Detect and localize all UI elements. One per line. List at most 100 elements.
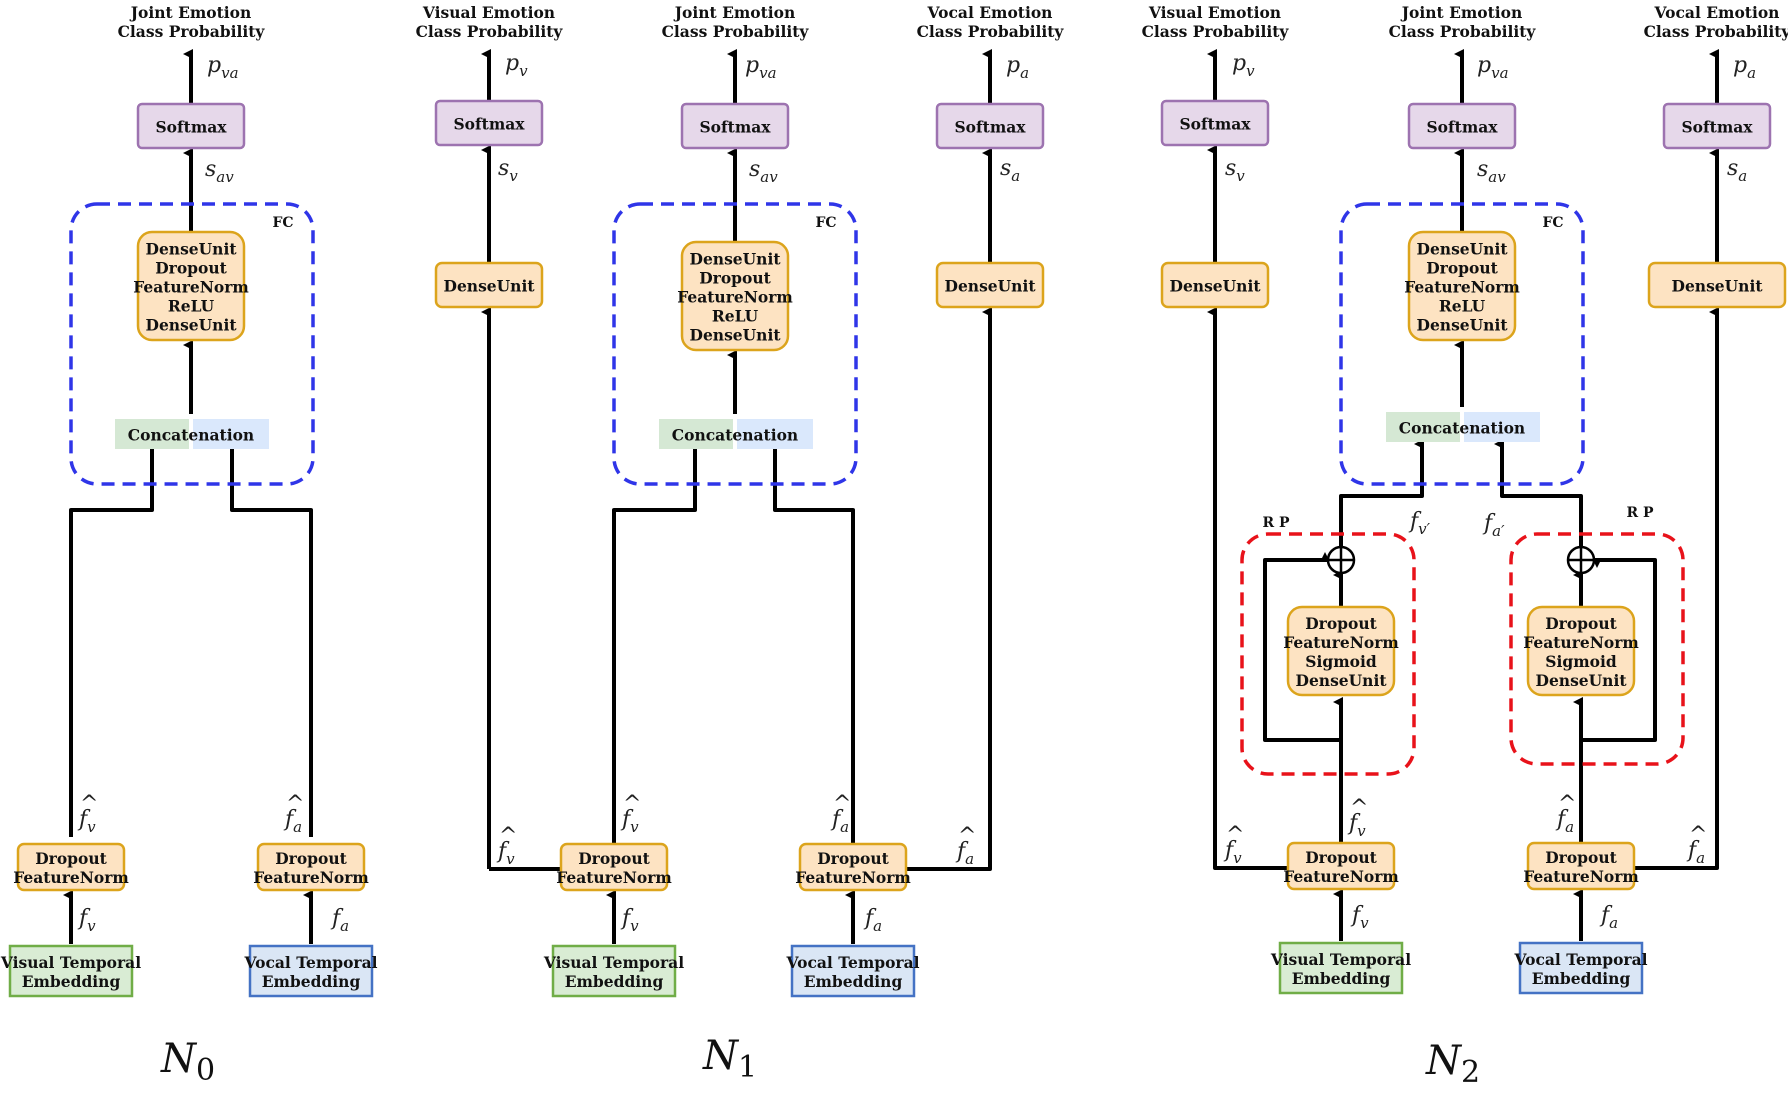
n2-fa-hat-right-hat: ^ — [1689, 823, 1707, 848]
n1-visual-embedding — [551, 944, 677, 998]
n0-fc-block — [69, 202, 315, 486]
n2-rp-visual-stack-label: FeatureNorm — [1283, 633, 1399, 652]
n2-visual-softmax — [1160, 99, 1270, 147]
n2-rp-visual-stack — [1286, 605, 1396, 697]
n2-p-va: pva — [1477, 53, 1509, 82]
n2-vocal-embedding-label: Vocal Temporal — [1514, 950, 1648, 969]
n0-concatenation-label: Concatenation — [128, 426, 254, 445]
n2-softmax-label: Softmax — [1426, 118, 1498, 137]
n1-s-v: sv — [498, 156, 518, 185]
n0-visual-dropout-label: Dropout — [35, 849, 107, 868]
n1-concatenation-right — [737, 419, 813, 449]
n2-fv-hat-left-hat: ^ — [1226, 823, 1244, 848]
n2-fv: fv — [1350, 903, 1369, 932]
n2-vocal-dropout — [1526, 841, 1636, 891]
connector-layer — [63, 49, 1719, 944]
n1-vocal-embedding-label: Vocal Temporal — [786, 953, 920, 972]
n1-vocal-heading: Class Probability — [917, 22, 1065, 41]
n1-joint-heading: Class Probability — [662, 22, 810, 41]
n0-p-va: pva — [207, 53, 239, 82]
n1-visual-heading: Visual Emotion — [422, 3, 555, 22]
n1-vocal-dropout-label: FeatureNorm — [795, 868, 911, 887]
n1-vocal-heading: Vocal Emotion — [927, 3, 1053, 22]
n2-vocal-dense-label: DenseUnit — [1672, 277, 1764, 296]
n0-joint-heading: Class Probability — [118, 22, 266, 41]
n2-vocal-embedding — [1518, 941, 1644, 995]
n1-fc-label: FC — [815, 215, 836, 231]
n1-vocal-dense-label: DenseUnit — [945, 277, 1037, 296]
n2-fa-prime: fa′ — [1482, 511, 1505, 540]
n2-p-v: pv — [1232, 51, 1255, 80]
n0-visual-embedding-label: Embedding — [22, 972, 121, 991]
n1-visual-embedding-label: Embedding — [565, 972, 664, 991]
n1-concatenation-label: Concatenation — [672, 426, 798, 445]
n2-visual-dropout — [1286, 841, 1396, 891]
n1-p-a: pa — [1006, 53, 1029, 82]
n2-visual-embedding-label: Visual Temporal — [1270, 950, 1411, 969]
n2-rp-vocal-stack-label: Sigmoid — [1545, 652, 1617, 671]
n2-s-a: sa — [1727, 156, 1747, 185]
n2-rp-visual-stack-label: Dropout — [1305, 614, 1377, 633]
n2-concatenation-label: Concatenation — [1399, 419, 1525, 438]
n1-fv-hat-left-hat: ^ — [499, 824, 517, 849]
n2-visual-dense-label: DenseUnit — [1170, 277, 1262, 296]
n1-visual-dropout — [559, 842, 669, 892]
n1-p-v: pv — [505, 51, 528, 80]
n2-fc-label: FC — [1542, 215, 1563, 231]
n2-visual-dropout-label: Dropout — [1305, 848, 1377, 867]
box-layer — [8, 99, 1787, 998]
n2-vocal-softmax — [1662, 102, 1772, 150]
n2-vocal-dropout-label: Dropout — [1545, 848, 1617, 867]
n0-fa-line — [224, 439, 313, 837]
n1-vocal-embedding-label: Embedding — [804, 972, 903, 991]
n1-visual-dense-label: DenseUnit — [444, 277, 536, 296]
n2-rp-vocal-stack-label: Dropout — [1545, 614, 1617, 633]
n0-vocal-dropout-label: FeatureNorm — [253, 868, 369, 887]
n2-fc-stack-label: Dropout — [1426, 259, 1498, 278]
n0-fv-hat-hat: ^ — [80, 792, 98, 817]
n1-visual-dense — [434, 261, 544, 309]
n1-vocal-dropout-label: Dropout — [817, 849, 889, 868]
n0-vocal-embedding-label: Embedding — [262, 972, 361, 991]
n1-visual-heading: Class Probability — [416, 22, 564, 41]
n0-visual-dropout-label: FeatureNorm — [13, 868, 129, 887]
n2-fc-stack-label: DenseUnit — [1417, 316, 1509, 335]
n2-network-name: N2 — [1425, 1038, 1480, 1090]
n2-rp-visual-label: R P — [1262, 515, 1290, 531]
n1-p-va: pva — [745, 53, 777, 82]
n1-vocal-embedding — [790, 944, 916, 998]
n0-fa: fa — [330, 906, 349, 935]
n0-fc-stack — [136, 230, 246, 342]
n1-joint-heading: Joint Emotion — [673, 3, 796, 22]
n1-network-name: N1 — [702, 1033, 757, 1085]
n0-visual-embedding — [8, 944, 134, 998]
n1-s-av: sav — [749, 157, 778, 186]
n0-softmax — [136, 102, 246, 150]
n1-fc-stack-label: Dropout — [699, 269, 771, 288]
n2-rp-visual-stack-label: Sigmoid — [1305, 652, 1377, 671]
n2-v-residual — [1263, 552, 1341, 742]
n1-vocal-dense — [935, 261, 1045, 309]
n1-visual-dropout-label: Dropout — [578, 849, 650, 868]
n0-fc-stack-label: FeatureNorm — [133, 278, 249, 297]
n1-fc-block — [612, 202, 858, 486]
n1-visual-softmax — [434, 99, 544, 147]
n2-visual-heading: Visual Emotion — [1148, 3, 1281, 22]
n1-fa: fa — [863, 906, 882, 935]
n0-fc-label: FC — [272, 215, 293, 231]
n0-fc-stack-label: Dropout — [155, 259, 227, 278]
n2-fa-hat-hat: ^ — [1558, 792, 1576, 817]
n1-vocal-skip — [906, 307, 992, 871]
n2-rp-vocal-stack — [1526, 605, 1636, 697]
n2-vocal-heading: Class Probability — [1644, 22, 1788, 41]
n1-fc-stack-label: DenseUnit — [690, 326, 782, 345]
n2-rp-vocal-stack-label: FeatureNorm — [1523, 633, 1639, 652]
n1-fv: fv — [620, 906, 639, 935]
n1-visual-dropout-label: FeatureNorm — [556, 868, 672, 887]
n0-joint-heading: Joint Emotion — [129, 3, 252, 22]
n1-vocal-dropout — [798, 842, 908, 892]
n1-visual-embedding-label: Visual Temporal — [543, 953, 684, 972]
n2-fc-block — [1339, 202, 1585, 486]
